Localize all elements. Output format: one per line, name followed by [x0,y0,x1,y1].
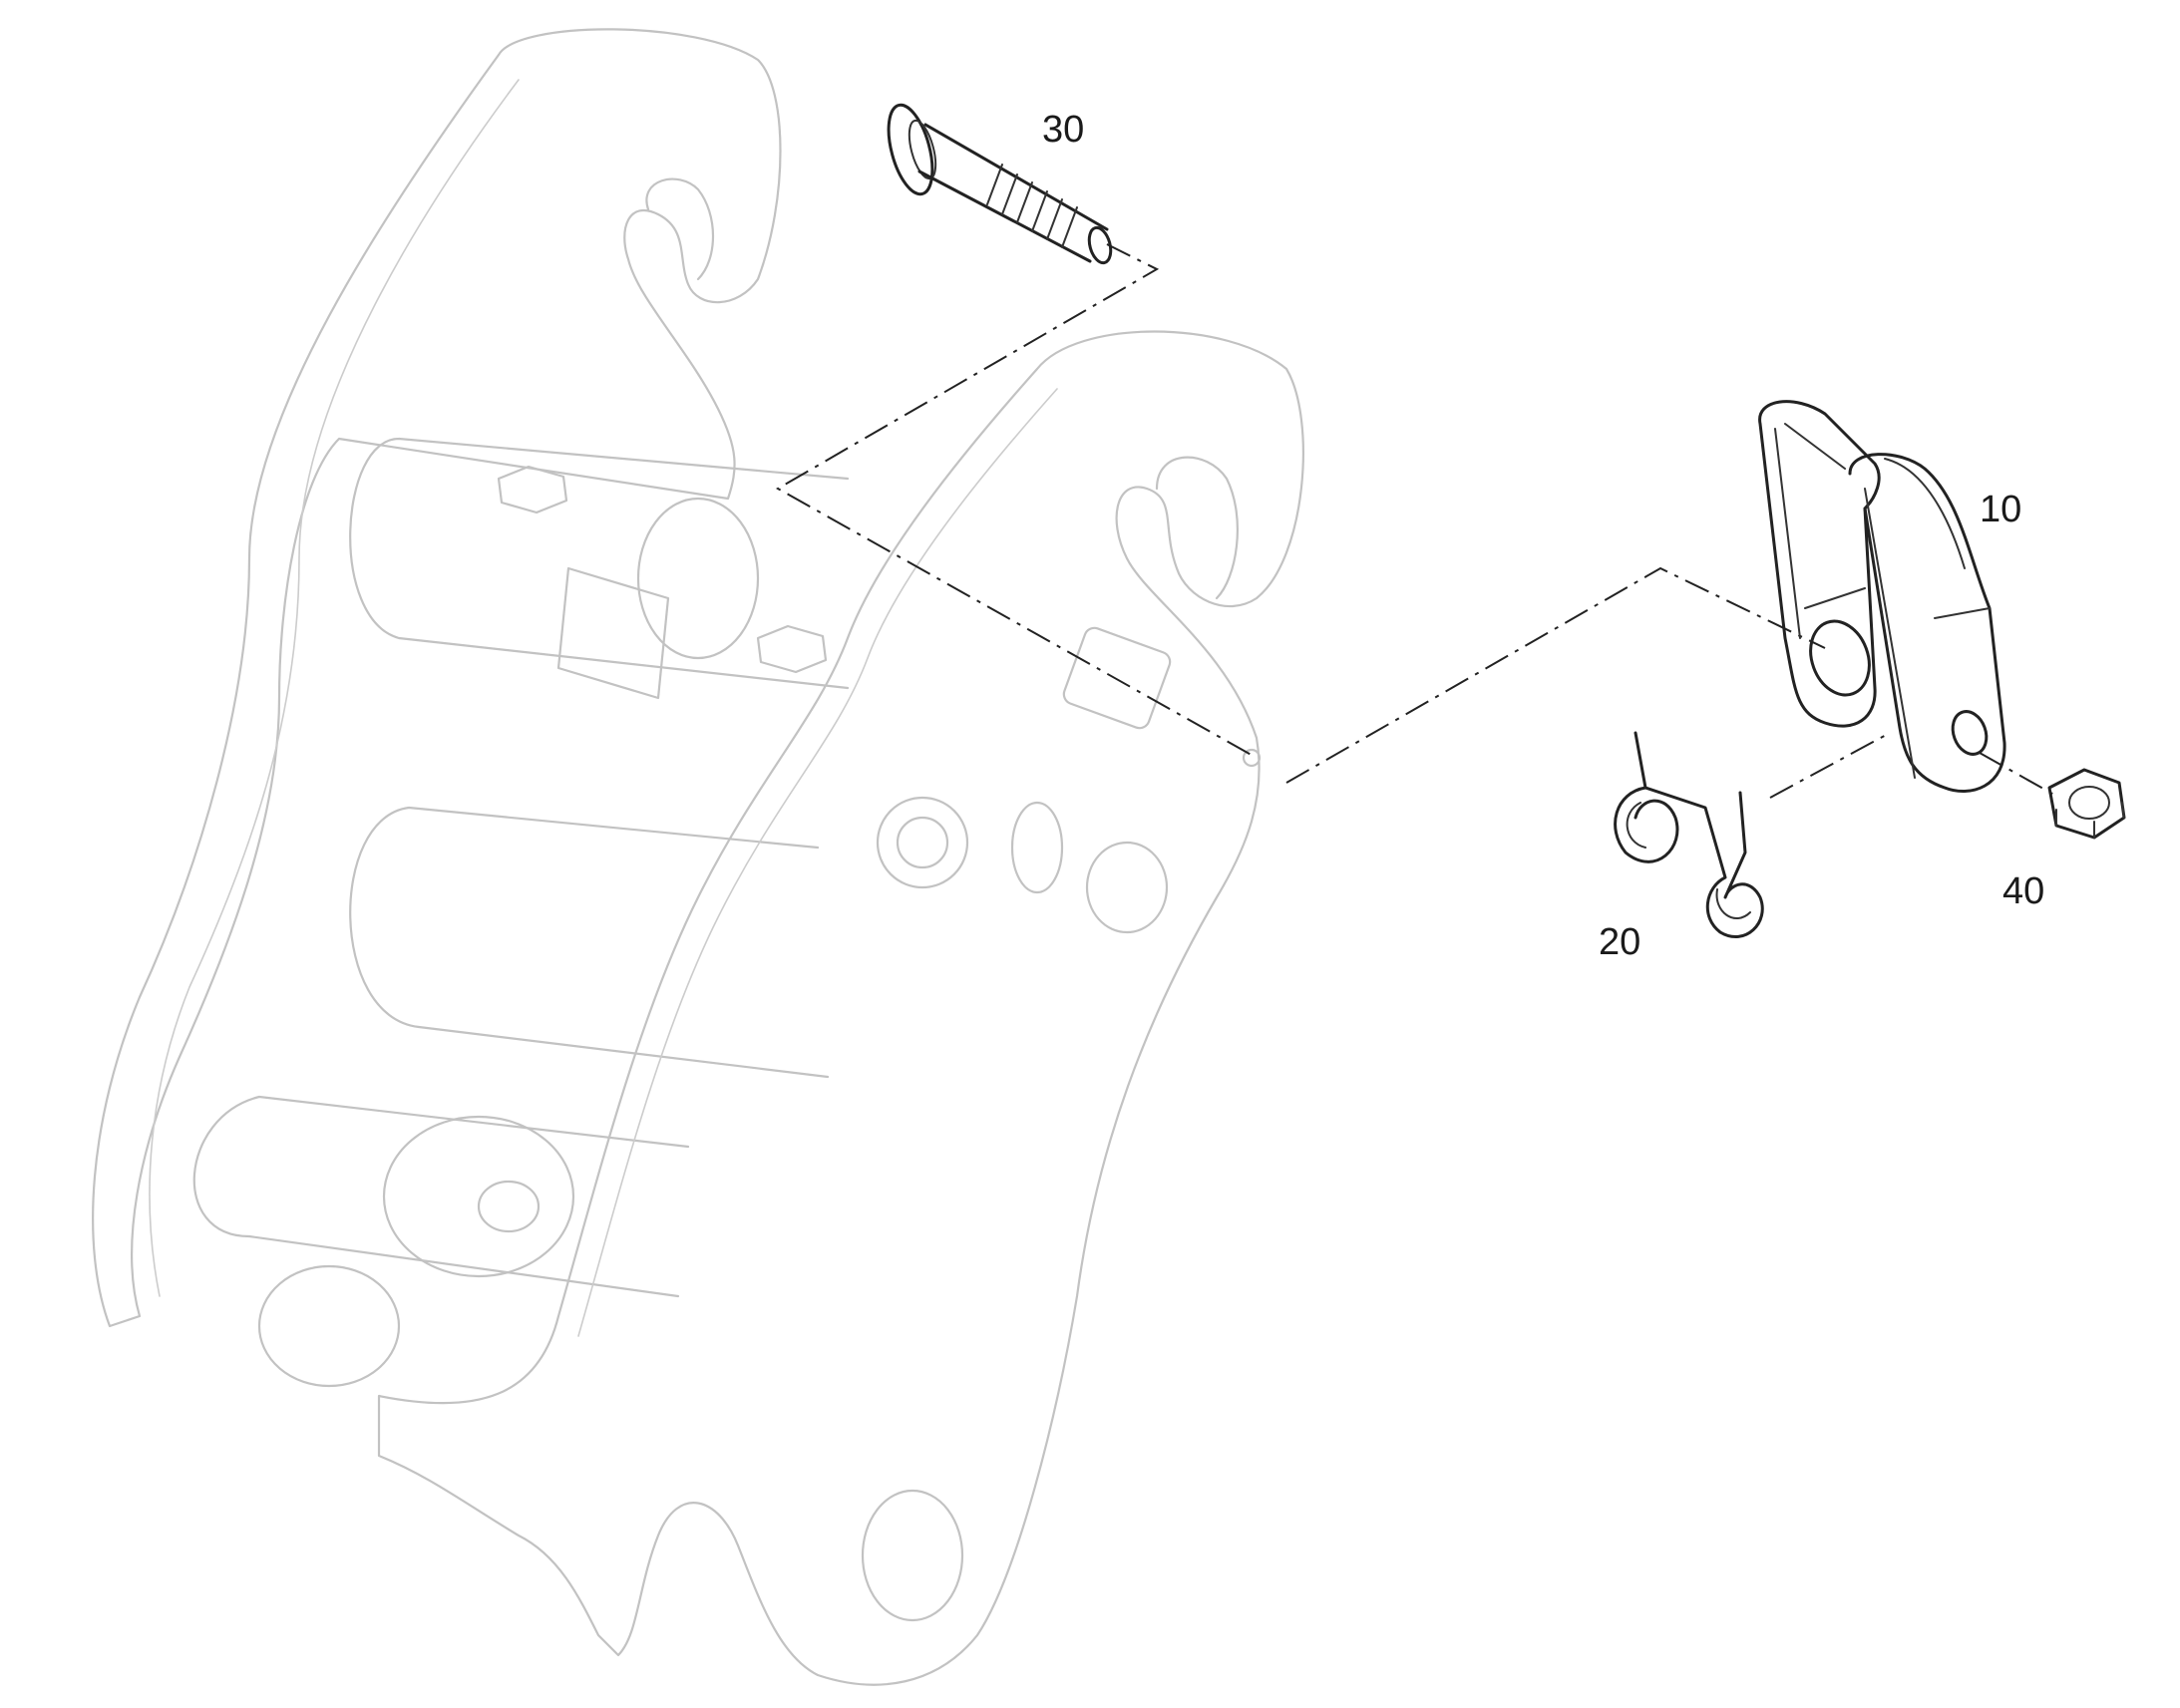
leader-latch-10 [1285,566,1826,784]
leader-bolt-30 [775,243,1258,759]
front-hook-slot [1155,456,1239,600]
hex-socket-inner [896,816,949,869]
front-plate-inner-edge [577,388,1058,1337]
part-10-latch-lever [1758,400,2006,793]
callout-30: 30 [1042,109,1084,151]
lower-cross-tube [192,1095,690,1298]
callout-20: 20 [1599,921,1640,963]
pivot-hole [1242,748,1262,768]
coupler-frame-ghost [92,28,1304,1686]
hex-bolt-left [497,465,568,514]
leader-spring-20 [1769,732,1891,799]
lower-roller [382,1115,575,1278]
rear-plate-inner-edge [149,79,520,1297]
part-20-torsion-spring [1614,731,1764,939]
rear-boss [636,497,760,660]
hex-bolt-right [756,624,828,674]
upper-cross-tube [349,437,850,690]
hex-socket-outer [876,796,969,889]
round-hole-front [1085,841,1169,934]
assembly-leader-lines [775,243,2060,799]
middle-cross-tube [349,806,830,1079]
bottom-pin-hole [861,1489,964,1622]
callout-10: 10 [1980,489,2021,530]
leader-nut-40 [1979,752,2060,799]
front-plate-window [1062,626,1172,730]
part-30-bolt [887,103,1113,265]
lower-roller-hub [477,1180,541,1233]
bottom-roller [257,1264,401,1388]
tube-window [556,566,670,700]
rear-hook-slot [645,177,714,281]
front-side-plate [377,330,1304,1686]
part-40-hex-nut [2047,768,2126,840]
d-hole [1010,801,1064,894]
callout-40: 40 [2002,870,2044,912]
rear-side-plate [92,28,782,1328]
